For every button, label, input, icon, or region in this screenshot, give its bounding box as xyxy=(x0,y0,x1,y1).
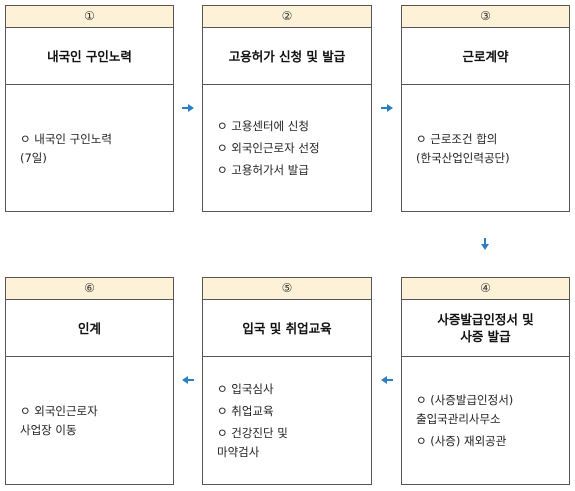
step-1: ① 내국인 구인노력 ㅇ 내국인 구인노력 (7일) xyxy=(5,5,174,212)
step-number: ⑥ xyxy=(6,278,173,300)
step-number: ① xyxy=(6,6,173,28)
step-item: ㅇ (사증발급인정서) 출입국관리사무소 xyxy=(416,393,514,426)
step-title: 내국인 구인노력 xyxy=(6,28,173,85)
step-body: ㅇ 근로조건 합의 (한국산업인력공단) xyxy=(402,86,569,211)
step-number: ④ xyxy=(402,278,569,300)
step-number: ② xyxy=(203,6,371,28)
step-body: ㅇ 입국심사 ㅇ 취업교육 ㅇ 건강진단 및 마약검사 xyxy=(203,358,371,484)
step-item: ㅇ (사증) 재외공관 xyxy=(416,434,507,448)
step-item: ㅇ 입국심사 xyxy=(217,382,274,396)
step-number: ③ xyxy=(402,6,569,28)
step-item: ㅇ 외국인근로자 사업장 이동 xyxy=(20,404,98,437)
step-item: ㅇ 취업교육 xyxy=(217,404,274,418)
arrow-right-icon xyxy=(182,102,194,114)
step-number: ⑤ xyxy=(203,278,371,300)
step-3: ③ 근로계약 ㅇ 근로조건 합의 (한국산업인력공단) xyxy=(401,5,570,212)
step-title: 입국 및 취업교육 xyxy=(203,300,371,357)
step-item: ㅇ 외국인근로자 선정 xyxy=(217,141,320,155)
step-item: ㅇ 근로조건 합의 (한국산업인력공단) xyxy=(416,131,510,165)
step-4: ④ 사증발급인정서 및 사증 발급 ㅇ (사증발급인정서) 출입국관리사무소 ㅇ… xyxy=(401,277,570,485)
step-title: 근로계약 xyxy=(402,28,569,85)
step-item: ㅇ 고용센터에 신청 xyxy=(217,119,309,133)
step-title: 인계 xyxy=(6,300,173,357)
step-item: ㅇ 고용허가서 발급 xyxy=(217,163,309,177)
arrow-left-icon xyxy=(381,374,393,386)
arrow-down-icon xyxy=(479,238,491,250)
step-2: ② 고용허가 신청 및 발급 ㅇ 고용센터에 신청 ㅇ 외국인근로자 선정 ㅇ … xyxy=(202,5,372,212)
step-body: ㅇ 고용센터에 신청 ㅇ 외국인근로자 선정 ㅇ 고용허가서 발급 xyxy=(203,86,371,211)
step-5: ⑤ 입국 및 취업교육 ㅇ 입국심사 ㅇ 취업교육 ㅇ 건강진단 및 마약검사 xyxy=(202,277,372,485)
step-title: 고용허가 신청 및 발급 xyxy=(203,28,371,85)
step-item: ㅇ 건강진단 및 마약검사 xyxy=(217,426,288,459)
step-body: ㅇ 내국인 구인노력 (7일) xyxy=(6,86,173,211)
step-body: ㅇ (사증발급인정서) 출입국관리사무소 ㅇ (사증) 재외공관 xyxy=(402,358,569,484)
step-6: ⑥ 인계 ㅇ 외국인근로자 사업장 이동 xyxy=(5,277,174,485)
arrow-right-icon xyxy=(381,102,393,114)
arrow-left-icon xyxy=(182,374,194,386)
step-title: 사증발급인정서 및 사증 발급 xyxy=(402,300,569,357)
step-body: ㅇ 외국인근로자 사업장 이동 xyxy=(6,358,173,484)
step-item: ㅇ 내국인 구인노력 (7일) xyxy=(20,131,112,165)
